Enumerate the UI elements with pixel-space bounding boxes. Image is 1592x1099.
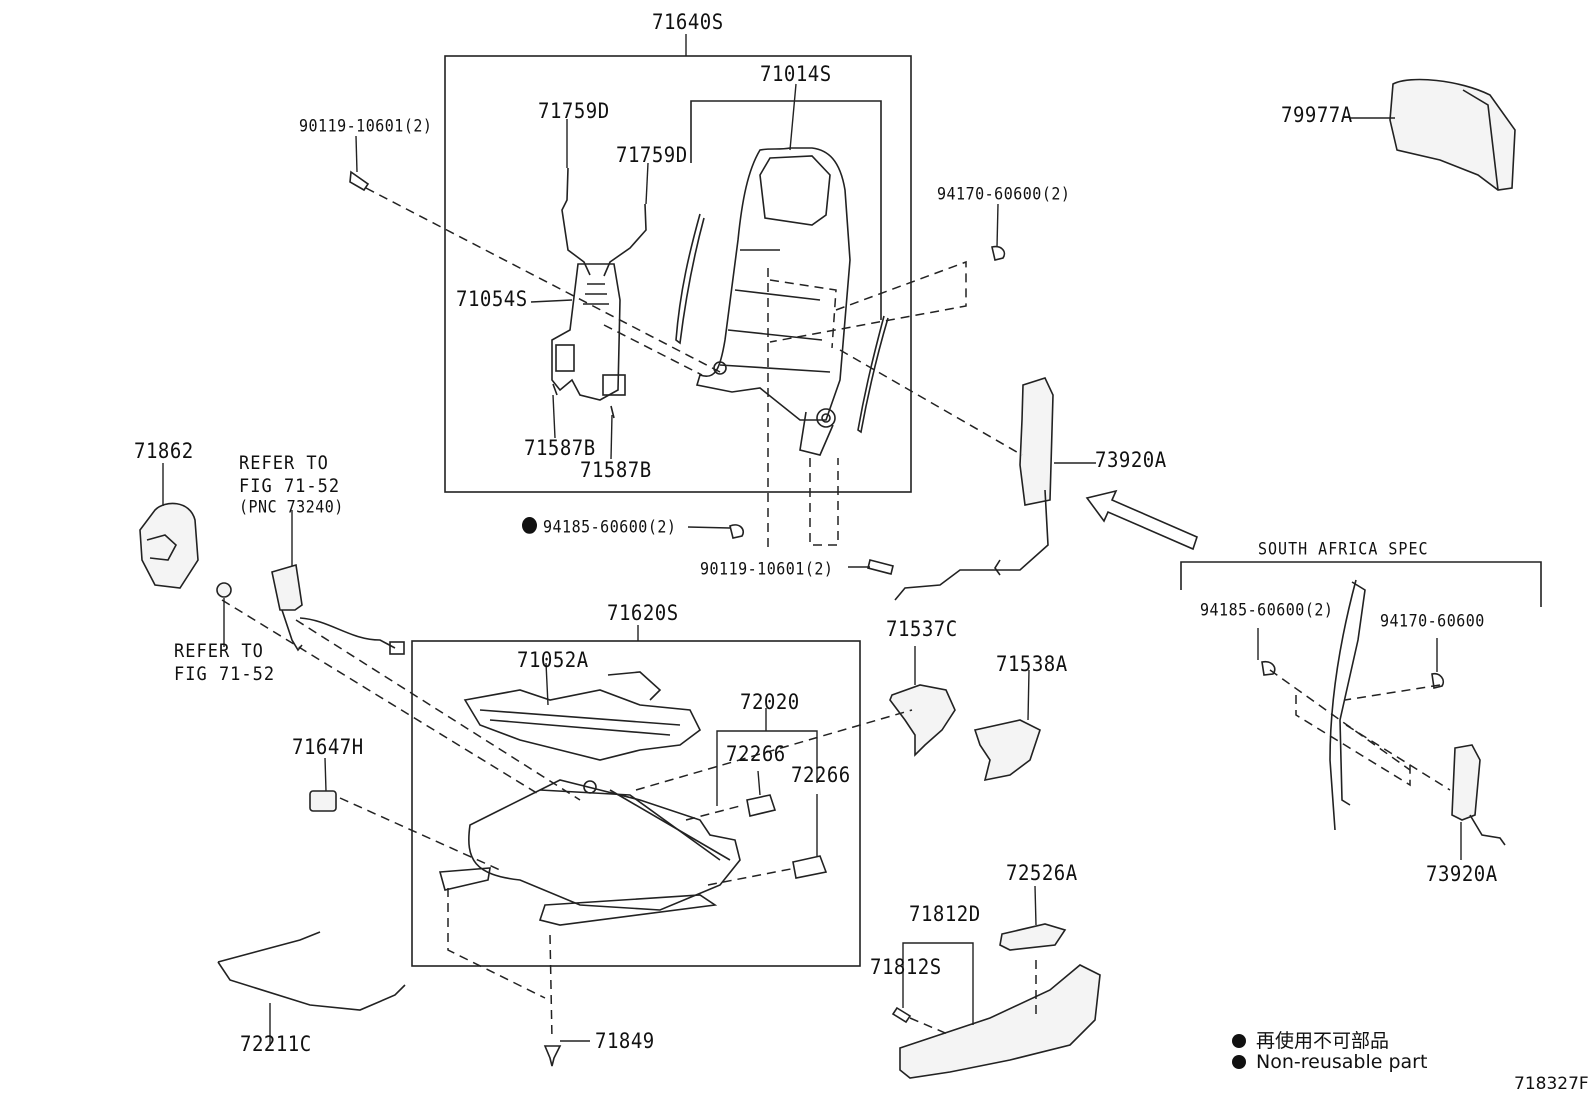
label-71812d[interactable]: 71812D (909, 902, 981, 927)
label-71862[interactable]: 71862 (134, 439, 194, 464)
seat-spring-part (463, 671, 702, 761)
legend-japanese-text: 再使用不可部品 (1256, 1030, 1390, 1052)
box-71620s (411, 640, 861, 967)
refer-note-top-line2: FIG 71-52 (239, 475, 341, 498)
refer-note-top-line1: REFER TO (239, 452, 329, 475)
label-94185-main-text: 94185-60600(2) (543, 517, 677, 538)
direction-arrow (1085, 489, 1198, 551)
label-71759d-upper[interactable]: 71759D (538, 99, 610, 124)
cover-71538a-part (973, 719, 1041, 782)
refer-note-bottom-line1: REFER TO (174, 640, 264, 663)
label-90119-mid[interactable]: 90119-10601(2) (700, 559, 834, 580)
side-airbag-part (894, 377, 1054, 601)
label-71849[interactable]: 71849 (595, 1029, 655, 1054)
box-south-africa (1180, 561, 1542, 607)
shield-71812d-part (899, 964, 1101, 1079)
label-72211c[interactable]: 72211C (240, 1032, 312, 1057)
knob-72526a-part (999, 923, 1067, 951)
label-71587b-left[interactable]: 71587B (524, 436, 596, 461)
label-72266-right[interactable]: 72266 (791, 763, 851, 788)
label-sa-94185[interactable]: 94185-60600(2) (1200, 600, 1334, 621)
non-reusable-legend-icon (1232, 1034, 1246, 1048)
label-71587b-right[interactable]: 71587B (580, 458, 652, 483)
cap-71647h-part (309, 790, 337, 812)
clip-parts (216, 170, 1445, 1067)
label-94185-main[interactable]: 94185-60600(2) (522, 517, 676, 537)
box-71014s (690, 100, 882, 320)
label-71812s[interactable]: 71812S (870, 955, 942, 980)
label-71647h[interactable]: 71647H (292, 735, 364, 760)
legend-english: Non-reusable part (1232, 1051, 1427, 1073)
label-sa-94170[interactable]: 94170-60600 (1380, 611, 1485, 632)
refer-note-top-line3: (PNC 73240) (239, 497, 344, 518)
label-79977a[interactable]: 79977A (1281, 103, 1353, 128)
label-72526a[interactable]: 72526A (1006, 861, 1078, 886)
label-71538a[interactable]: 71538A (996, 652, 1068, 677)
refer-note-bottom-line2: FIG 71-52 (174, 663, 276, 686)
label-71640s[interactable]: 71640S (652, 10, 724, 35)
label-sa-73920a[interactable]: 73920A (1426, 862, 1498, 887)
south-africa-spec-parts (1329, 579, 1506, 846)
box-71640s (444, 55, 912, 493)
label-72020[interactable]: 72020 (740, 690, 800, 715)
label-72266-left[interactable]: 72266 (726, 742, 786, 767)
label-71052a[interactable]: 71052A (517, 648, 589, 673)
dashed-assembly-lines (221, 187, 1451, 1041)
slide-adjuster-parts (746, 794, 828, 879)
wire-72211c-part (217, 931, 406, 1011)
legend-japanese: 再使用不可部品 (1232, 1026, 1389, 1053)
headrest-part (1389, 78, 1516, 191)
cover-71862-part (139, 502, 199, 589)
south-africa-spec-title: SOUTH AFRICA SPEC (1258, 539, 1429, 560)
label-94170-top[interactable]: 94170-60600(2) (937, 184, 1071, 205)
label-71759d-lower[interactable]: 71759D (616, 143, 688, 168)
non-reusable-marker-icon (522, 517, 537, 534)
leader-lines (162, 83, 1462, 1046)
label-71054s[interactable]: 71054S (456, 287, 528, 312)
seat-belt-buckle-part (271, 563, 405, 655)
figure-code: 718327F (1514, 1074, 1589, 1094)
non-reusable-legend-icon (1232, 1055, 1246, 1069)
label-71014s[interactable]: 71014S (760, 62, 832, 87)
legend-english-text: Non-reusable part (1256, 1051, 1428, 1073)
seat-cushion-frame-part (438, 779, 741, 926)
wire-71759d (561, 167, 647, 277)
label-90119-top[interactable]: 90119-10601(2) (299, 116, 433, 137)
label-73920a-main[interactable]: 73920A (1095, 448, 1167, 473)
lumbar-support-part (551, 263, 626, 419)
label-71537c[interactable]: 71537C (886, 617, 958, 642)
seat-back-frame-part (675, 147, 889, 456)
cover-71537c-part (889, 684, 956, 757)
label-71620s[interactable]: 71620S (607, 601, 679, 626)
